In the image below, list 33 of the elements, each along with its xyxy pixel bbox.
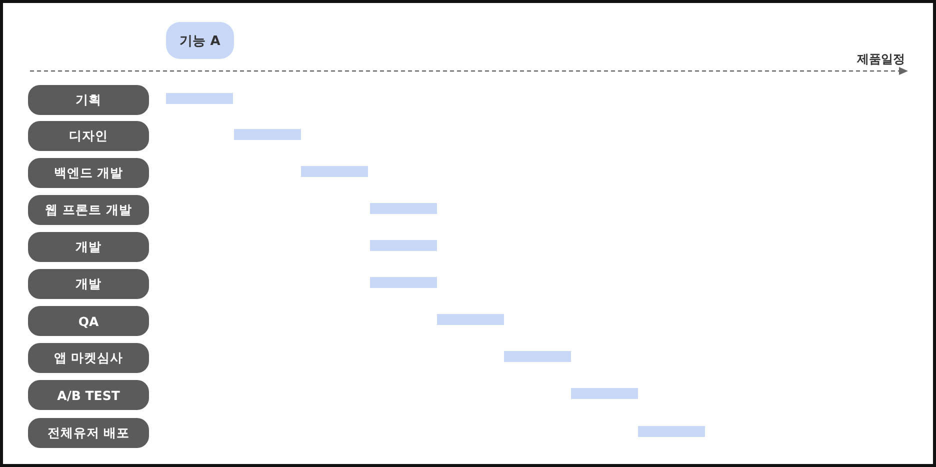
task-label: 디자인 — [69, 128, 108, 144]
task-label: 기능 A — [180, 32, 220, 50]
task-label: 개발 — [76, 238, 102, 256]
task-label: 기획 — [76, 92, 102, 108]
task-pill — [28, 306, 149, 336]
task-pill — [28, 195, 149, 225]
schedule-bar — [370, 203, 437, 214]
task-label: 웹 프론트 개발 — [45, 202, 132, 218]
task-label: QA — [78, 314, 99, 328]
schedule-bar — [234, 129, 301, 140]
task-label: 앱 마켓심사 — [54, 350, 124, 366]
feature-pill — [166, 22, 234, 59]
task-label: 개발 — [76, 276, 102, 292]
task-pill — [28, 232, 149, 262]
task-pill — [28, 121, 149, 151]
task-pill — [28, 158, 149, 188]
task-pill — [28, 418, 149, 448]
task-pill — [28, 343, 149, 373]
task-label: 전체유저 배포 — [47, 424, 130, 442]
task-label: 백엔드 개발 — [54, 164, 124, 182]
schedule-bar — [301, 166, 368, 177]
schedule-bar — [370, 240, 437, 251]
schedule-bar — [370, 277, 437, 288]
schedule-bar — [504, 351, 571, 362]
task-pill — [28, 269, 149, 299]
schedule-bar — [638, 426, 705, 437]
task-pill — [28, 85, 149, 115]
task-label: A/B TEST — [57, 388, 120, 402]
schedule-bar — [571, 388, 638, 399]
schedule-bar — [437, 314, 504, 325]
schedule-bar — [166, 93, 233, 104]
task-pill — [28, 380, 149, 410]
axis-label: 제품일정 — [857, 51, 905, 68]
